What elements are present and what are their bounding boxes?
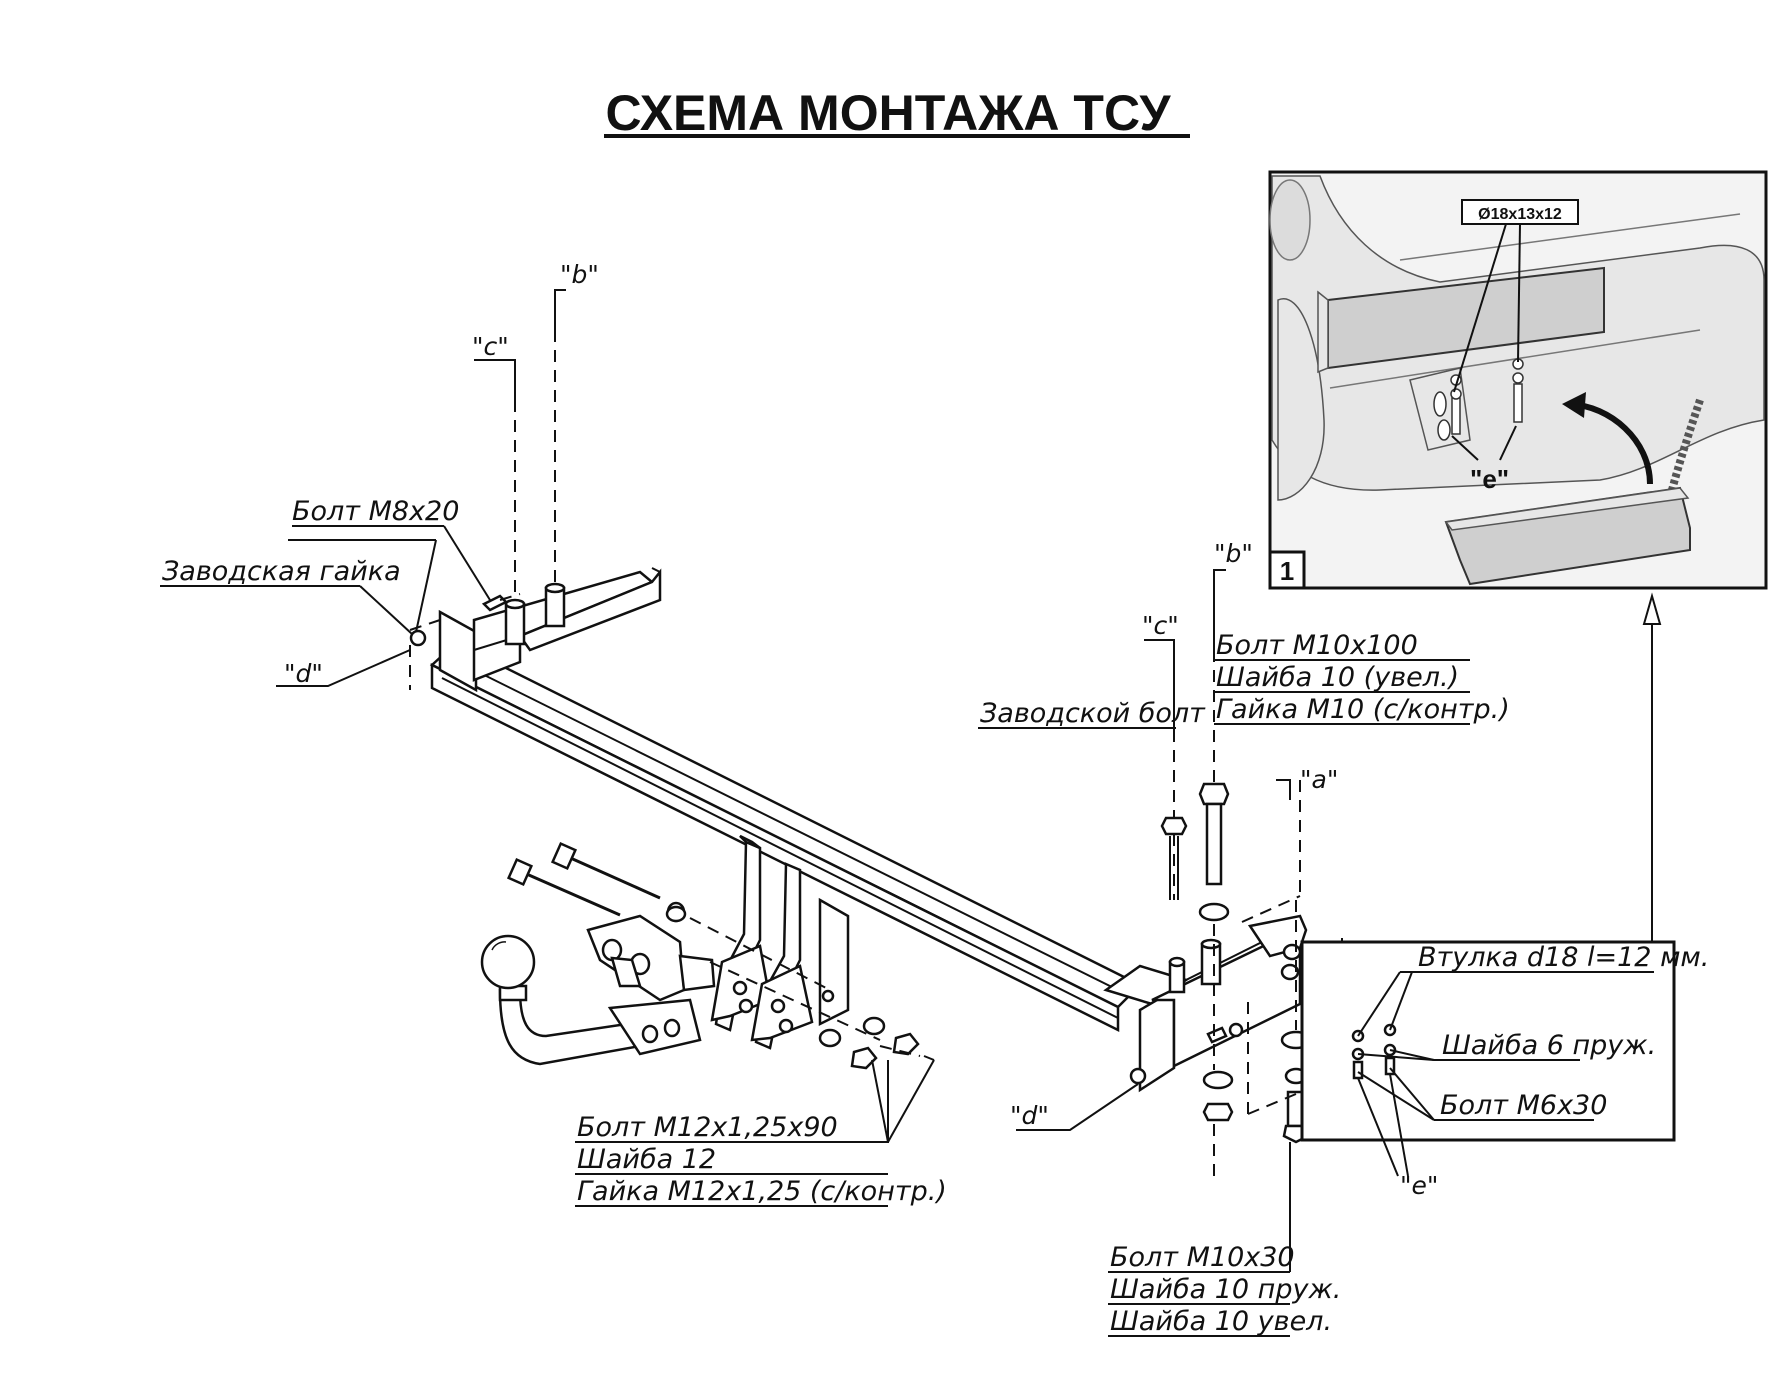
label-c-left: "c" <box>472 332 509 361</box>
ball-mount-leaders <box>575 1059 935 1207</box>
label-a-right: "a" <box>1300 765 1338 794</box>
inset-label-e: "e" <box>1470 464 1509 494</box>
left-leaders <box>276 289 566 687</box>
detail-box <box>1300 940 1676 1142</box>
label-factory-bolt: Заводской болт <box>980 698 1206 729</box>
label-b-left: "b" <box>560 260 599 289</box>
crossbar <box>429 641 1143 1033</box>
label-bushing-d18: Втулка d18 l=12 мм. <box>1418 942 1709 973</box>
label-bolt-m6x30: Болт М6х30 <box>1440 1090 1607 1121</box>
label-bolt-m8: Болт М8х20 <box>292 496 459 527</box>
label-c-right: "c" <box>1142 611 1179 640</box>
inset-e-leader-2 <box>1499 425 1517 461</box>
factory-nut-leader <box>359 585 413 635</box>
label-nut-m10: Гайка М10 (с/контр.) <box>1216 694 1510 725</box>
ball-mount-hardware <box>665 905 935 1070</box>
label-spring-washer-10: Шайба 10 пруж. <box>1110 1274 1341 1305</box>
right-leaders <box>978 569 1470 1337</box>
label-factory-nut: Заводская гайка <box>162 556 401 587</box>
ball-mount <box>480 841 716 1066</box>
label-washer-10-large: Шайба 10 (увел.) <box>1216 662 1459 693</box>
label-d-left: "d" <box>284 659 323 688</box>
inset-number-box <box>1268 550 1306 590</box>
center-brackets <box>710 834 850 1050</box>
arrow-head <box>1642 592 1662 625</box>
label-b-right: "b" <box>1214 539 1253 568</box>
inset-dim-leader-1 <box>1453 223 1507 393</box>
inset-number: 1 <box>1280 556 1294 586</box>
label-washer-12: Шайба 12 <box>577 1144 716 1175</box>
page-title: СХЕМА МОНТАЖА ТСУ <box>606 85 1172 141</box>
label-nut-m12: Гайка М12х1,25 (с/контр.) <box>577 1176 947 1207</box>
inset-panel <box>1268 170 1768 590</box>
detail-parts <box>1351 971 1654 1177</box>
label-d-right: "d" <box>1010 1101 1049 1130</box>
inset-e-leader-1 <box>1451 435 1479 461</box>
label-bolt-m10x100: Болт М10х100 <box>1216 630 1418 661</box>
label-e-detail: "e" <box>1400 1171 1438 1200</box>
left-bracket <box>409 567 662 693</box>
inset-dimension: Ø18x13x12 <box>1478 206 1562 223</box>
label-bolt-m10x30: Болт М10х30 <box>1110 1242 1295 1273</box>
label-bolt-m12: Болт М12х1,25х90 <box>577 1112 838 1143</box>
label-spring-washer-6: Шайба 6 пруж. <box>1442 1030 1656 1061</box>
inset-dim-leader-2 <box>1517 223 1521 363</box>
label-large-washer-10: Шайба 10 увел. <box>1110 1306 1332 1337</box>
right-bracket <box>1103 914 1308 1093</box>
